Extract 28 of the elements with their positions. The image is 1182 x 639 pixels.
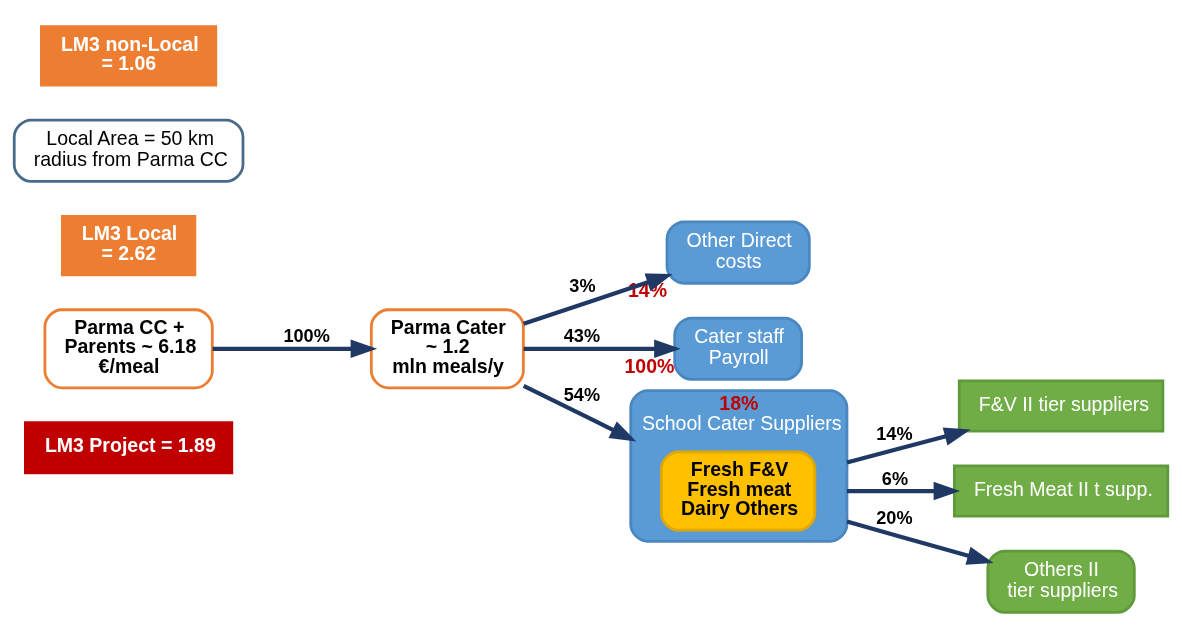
edge-label: 14%: [876, 424, 913, 445]
node-box: Cater staff Payroll: [673, 316, 803, 381]
arrow: [523, 339, 681, 359]
node-box: Local Area = 50 km radius from Parma CC: [12, 118, 245, 183]
arrow: [212, 339, 378, 359]
arrow: [846, 427, 971, 465]
edge-label: 3%: [569, 276, 596, 297]
node-box: Fresh F&V Fresh meat Dairy Others: [660, 450, 817, 532]
node-box: Parma CC + Parents ~ 6.18 €/meal: [43, 308, 214, 390]
arrow: [523, 273, 673, 326]
node-label: 18%: [719, 392, 759, 415]
node-box: Parma Cater ~ 1.2 mln meals/y: [369, 308, 525, 390]
edge-label: 100%: [283, 326, 330, 347]
node-label: 100%: [624, 354, 675, 377]
node-box: LM3 non-Local = 1.06: [40, 25, 218, 87]
arrow: [522, 383, 637, 442]
node-box: Fresh Meat II t supp.: [952, 464, 1170, 518]
arrow: [846, 519, 994, 565]
edge-label: 20%: [876, 507, 913, 528]
node-box: LM3 Local = 2.62: [60, 214, 197, 277]
node-box: Others II tier suppliers: [986, 549, 1136, 614]
node-box: F&V II tier suppliers: [957, 379, 1165, 433]
edge-label: 43%: [563, 326, 601, 347]
edge-label: 54%: [563, 384, 601, 405]
arrow: [846, 481, 961, 501]
node-box: LM3 Project = 1.89: [24, 421, 234, 475]
edge-label: 6%: [881, 468, 909, 489]
node-box: Other Direct costs: [665, 220, 811, 285]
